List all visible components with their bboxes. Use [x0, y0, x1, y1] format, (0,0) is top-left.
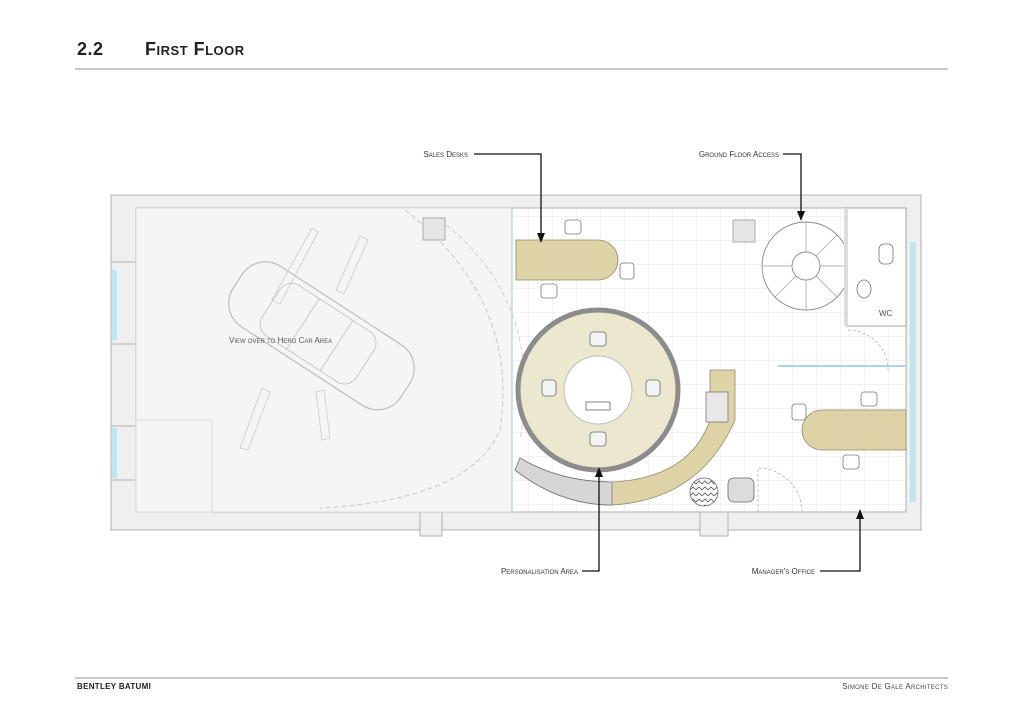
spiral-staircase	[761, 221, 851, 311]
light-beam	[271, 227, 319, 305]
manager-desk	[801, 409, 907, 451]
leader-personalisation-area	[582, 470, 600, 572]
display-counter-cases	[514, 457, 613, 506]
label-personalisation-area: Personalisation Area	[501, 567, 578, 576]
chair	[860, 391, 878, 407]
column	[732, 219, 756, 243]
footer-project: BENTLEY BATUMI	[77, 682, 152, 691]
light-beam	[335, 235, 369, 295]
office-door-swing	[757, 467, 803, 513]
header-rule	[75, 68, 948, 70]
light-beam	[239, 387, 271, 451]
wall-pier	[699, 511, 729, 537]
footer-architect: Simone De Gale Architects	[842, 682, 948, 691]
arrow-head	[595, 467, 603, 477]
leader-sales-desks	[474, 153, 542, 240]
toilet	[878, 243, 894, 265]
leader-managers-office	[820, 512, 861, 572]
sales-desk	[515, 239, 619, 281]
footer-rule	[75, 677, 948, 679]
chair	[540, 283, 558, 299]
display-case	[705, 391, 729, 423]
wall-pier	[419, 511, 443, 537]
curved-balustrade	[319, 209, 504, 509]
window	[910, 242, 916, 502]
arrow-head	[797, 211, 805, 221]
chair	[791, 403, 807, 421]
light-beam	[315, 389, 331, 441]
armchair	[689, 477, 719, 507]
leader-ground-floor-access	[783, 153, 802, 218]
label-hero-car-view: View over to Hero Car Area	[229, 336, 332, 345]
wc-partition	[844, 208, 848, 326]
arrow-head	[856, 509, 864, 519]
stair-void	[135, 419, 213, 513]
column	[422, 217, 446, 241]
chair	[564, 219, 582, 235]
void-area	[135, 207, 513, 513]
chair	[619, 262, 635, 280]
wc-room	[845, 207, 907, 327]
section-number: 2.2	[77, 39, 104, 59]
page-title: First Floor	[145, 39, 245, 59]
label-ground-floor-access: Ground Floor Access	[699, 150, 779, 159]
window	[112, 270, 117, 340]
personalisation-table	[515, 307, 681, 473]
armchair	[727, 477, 755, 503]
label-sales-desks: Sales Desks	[423, 150, 468, 159]
basin	[856, 279, 872, 299]
wc-door-swing	[847, 329, 889, 371]
arrow-head	[537, 233, 545, 243]
chair	[842, 454, 860, 470]
hero-car-outline	[228, 261, 415, 411]
label-managers-office: Manager's Office	[752, 567, 815, 576]
window	[112, 428, 117, 478]
label-wc: WC	[879, 309, 893, 318]
